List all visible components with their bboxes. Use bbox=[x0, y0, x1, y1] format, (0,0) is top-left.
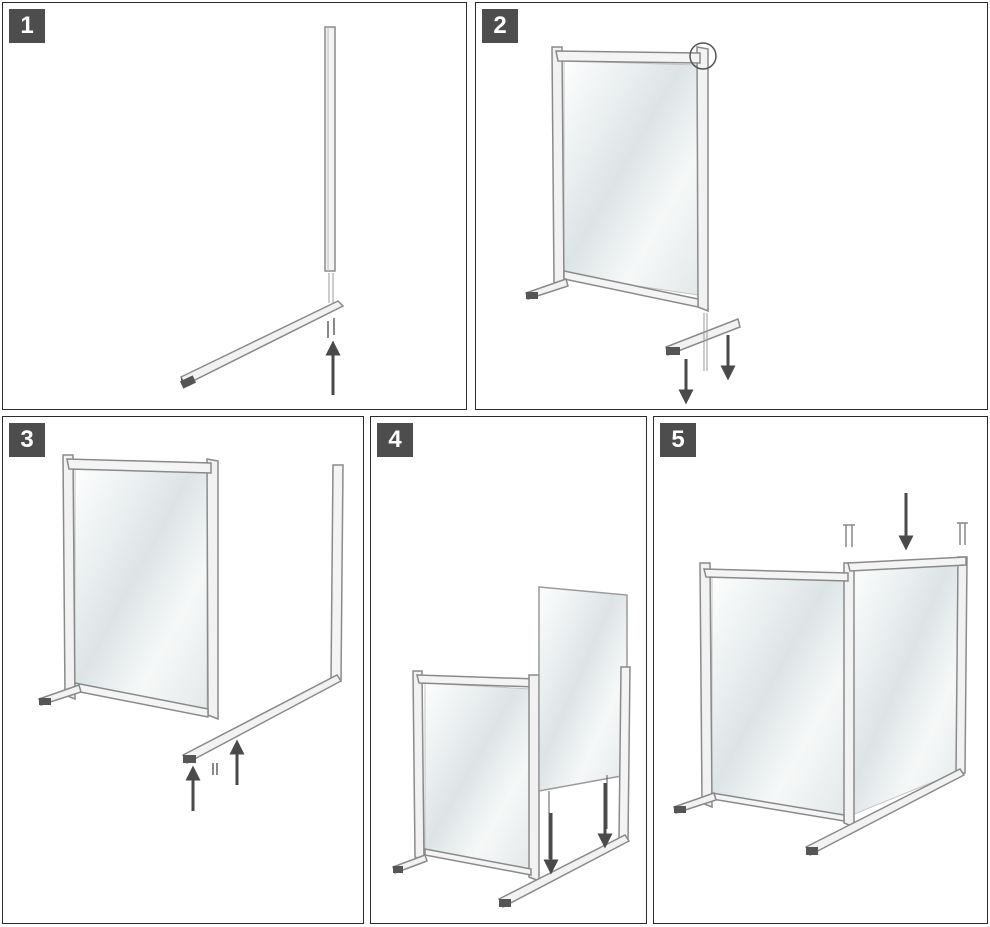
step-1-illustration bbox=[179, 26, 345, 395]
middle-post bbox=[528, 674, 540, 883]
left-post bbox=[551, 46, 565, 289]
step-number-badge: 5 bbox=[660, 423, 696, 457]
step-number-badge: 3 bbox=[9, 423, 45, 457]
step-5-panel: 5 bbox=[653, 416, 988, 924]
step-3-illustration bbox=[38, 454, 344, 811]
step-5-illustration bbox=[673, 493, 968, 857]
left-post bbox=[412, 670, 425, 863]
far-post bbox=[618, 666, 631, 842]
top-rail bbox=[703, 568, 849, 582]
upright-post bbox=[324, 26, 336, 272]
far-post bbox=[955, 556, 968, 774]
step-number-badge: 1 bbox=[9, 9, 45, 43]
top-rail-2 bbox=[847, 556, 967, 572]
detail-highlight bbox=[689, 42, 717, 70]
screw bbox=[843, 522, 968, 547]
top-rail bbox=[555, 50, 701, 64]
middle-post bbox=[843, 562, 855, 829]
glass-panel bbox=[424, 682, 532, 870]
glass-panel-2 bbox=[538, 586, 628, 792]
step-3-panel: 3 bbox=[2, 416, 364, 924]
step-4-illustration bbox=[392, 586, 631, 909]
right-post bbox=[696, 46, 709, 313]
step-2-illustration bbox=[525, 42, 741, 405]
glass-panel bbox=[711, 576, 845, 816]
top-rail bbox=[66, 458, 212, 474]
step-4-panel: 4 bbox=[370, 416, 647, 924]
step-2-panel: 2 bbox=[475, 2, 988, 410]
left-post bbox=[62, 454, 76, 701]
base-foot bbox=[179, 300, 345, 387]
glass-panel bbox=[74, 468, 208, 714]
left-post bbox=[699, 562, 713, 809]
bottom-rail bbox=[563, 270, 699, 308]
right-post bbox=[206, 458, 219, 721]
step-number-badge: 4 bbox=[377, 423, 413, 457]
bottom-rail bbox=[424, 848, 532, 876]
step-1-panel: 1 bbox=[2, 2, 467, 410]
glass-panel bbox=[563, 60, 699, 296]
upright-post bbox=[330, 464, 344, 682]
step-number-badge: 2 bbox=[482, 9, 518, 43]
